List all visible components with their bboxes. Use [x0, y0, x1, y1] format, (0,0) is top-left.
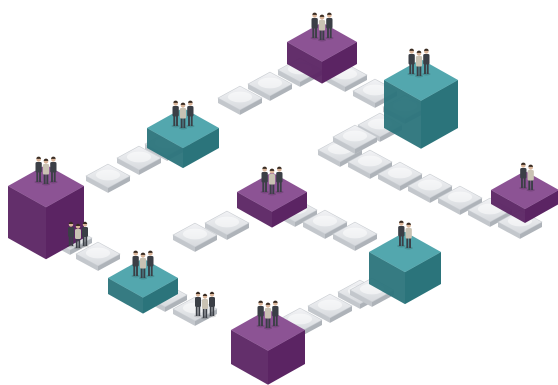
- platform-purple-left-large-people: [34, 156, 58, 186]
- platform-purple-center-people: [260, 166, 284, 196]
- platform-teal-upper-right: [384, 59, 458, 149]
- person-figure: [404, 222, 413, 250]
- person-figure: [275, 166, 284, 194]
- person-figure: [49, 156, 58, 184]
- walkway-center-left-tile: [172, 222, 218, 252]
- platform-purple-right: [491, 170, 558, 224]
- person-figure: [138, 252, 148, 280]
- platform-purple-bottom-people: [256, 300, 280, 330]
- person-figure: [171, 100, 180, 128]
- person-figure: [67, 221, 75, 248]
- platform-purple-top: [287, 22, 357, 84]
- person-figure: [186, 100, 195, 128]
- walkway-right-branch-tile: [377, 161, 423, 191]
- person-figure: [201, 293, 209, 320]
- person-figure: [178, 102, 188, 130]
- person-figure: [407, 48, 416, 76]
- person-figure: [325, 12, 334, 40]
- platform-teal-upper-right-people: [407, 48, 431, 78]
- people-groups: [34, 12, 535, 330]
- person-figure: [208, 291, 216, 318]
- walkway-left-join-tile: [85, 163, 131, 193]
- person-figure: [194, 291, 202, 318]
- person-figure: [317, 14, 327, 42]
- walkway-upper-mid-tile: [332, 124, 378, 154]
- people-group-left-walkway: [67, 221, 89, 250]
- person-figure: [526, 164, 535, 192]
- walkway-right-branch-tile: [407, 173, 453, 203]
- person-figure: [260, 166, 269, 194]
- person-figure: [310, 12, 319, 40]
- walkway-right-branch-tile: [437, 185, 483, 215]
- person-figure: [74, 223, 82, 250]
- walkway-center-right-tile: [332, 221, 378, 251]
- platform-teal-left-low-people: [131, 250, 155, 280]
- platform-teal-left-low: [108, 258, 178, 314]
- platform-purple-top-people: [310, 12, 334, 42]
- platform-teal-right-mid: [369, 231, 441, 305]
- platform-purple-right-people: [519, 162, 535, 192]
- platform-teal-upper-left-people: [171, 100, 195, 130]
- walkway-left-down-tile: [75, 241, 121, 271]
- person-figure: [397, 220, 406, 248]
- walkway-bottom-right-tile: [307, 293, 353, 323]
- walkway-center-left-tile: [204, 210, 250, 240]
- walkway-top-tile: [247, 71, 293, 101]
- person-figure: [41, 158, 51, 186]
- platforms: [8, 22, 558, 385]
- person-figure: [131, 250, 140, 278]
- platform-teal-right-mid-people: [397, 220, 413, 250]
- person-figure: [263, 302, 273, 330]
- person-figure: [519, 162, 528, 190]
- platform-purple-left-large: [8, 164, 84, 260]
- walkway-right-branch-tile: [347, 149, 393, 179]
- walkway-center-right-tile: [302, 209, 348, 239]
- person-figure: [81, 221, 89, 248]
- person-figure: [414, 50, 424, 78]
- platform-purple-center: [237, 172, 307, 228]
- people-group-bottom-walkway: [194, 291, 216, 320]
- person-figure: [271, 300, 280, 328]
- walkway-top-tile: [217, 85, 263, 115]
- person-figure: [34, 156, 43, 184]
- person-figure: [146, 250, 155, 278]
- platform-purple-bottom: [231, 309, 305, 385]
- platform-teal-upper-left: [147, 107, 219, 169]
- walkway-upper-left-tile: [116, 145, 162, 175]
- person-figure: [422, 48, 431, 76]
- person-figure: [256, 300, 265, 328]
- person-figure: [267, 168, 277, 196]
